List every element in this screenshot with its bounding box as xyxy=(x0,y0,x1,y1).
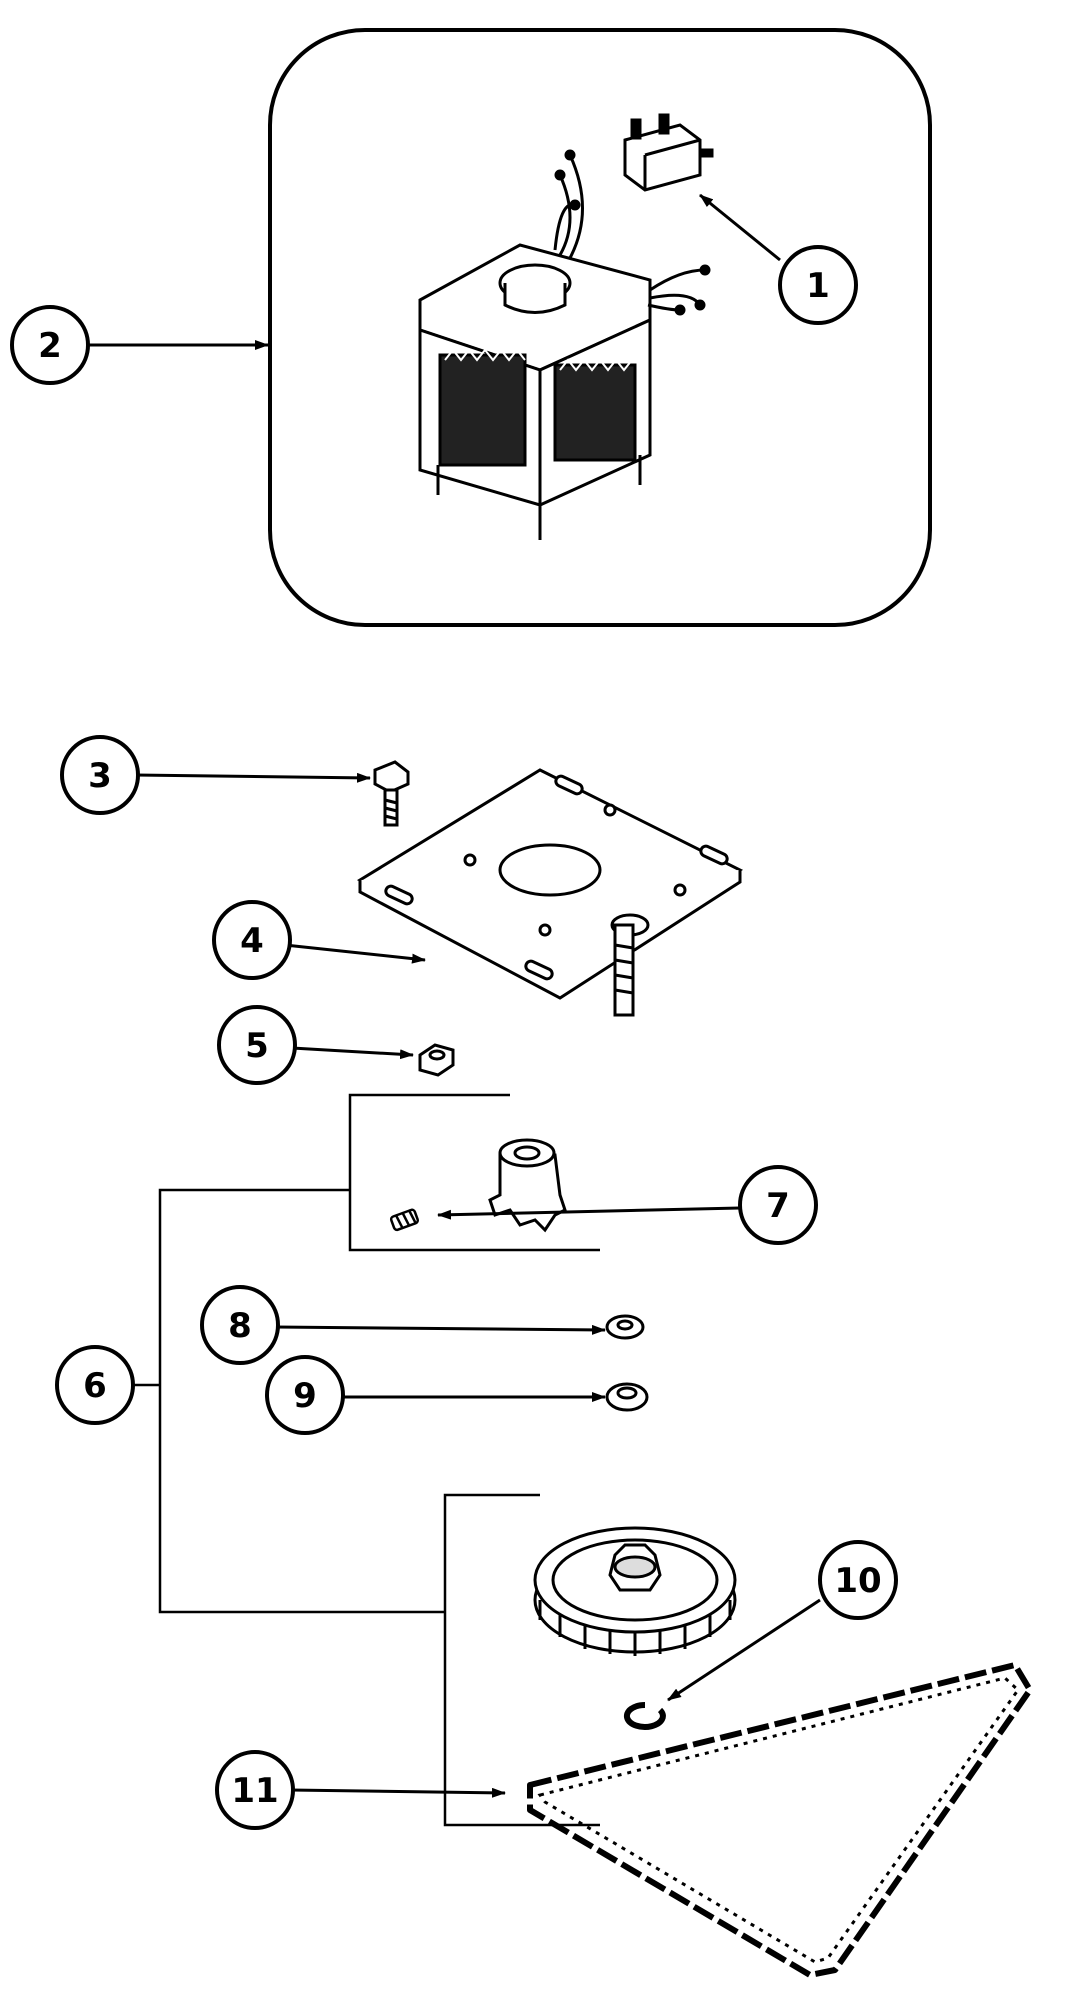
callout-6-bracket xyxy=(130,1093,600,1827)
callout-9-label: 9 xyxy=(293,1376,317,1416)
mounting-plate xyxy=(356,768,744,1017)
callout-2-label: 2 xyxy=(38,326,62,366)
hex-nut xyxy=(418,1043,455,1077)
callout-4-label: 4 xyxy=(240,921,264,961)
retaining-clip xyxy=(623,1701,666,1730)
pinion-gear xyxy=(488,1138,567,1233)
motor-switch xyxy=(623,113,714,192)
mounting-screw xyxy=(373,760,410,827)
callout-5-label: 5 xyxy=(245,1026,269,1066)
callout-8: 8 xyxy=(200,1285,606,1365)
motor-assembly-box xyxy=(268,28,932,627)
callout-5: 5 xyxy=(217,1005,414,1085)
callout-1: 1 xyxy=(699,193,858,325)
callout-8-label: 8 xyxy=(228,1306,252,1346)
drive-motor xyxy=(418,149,711,540)
callout-10-label: 10 xyxy=(834,1561,881,1601)
callout-6: 6 xyxy=(55,1345,135,1425)
callout-11-label: 11 xyxy=(231,1771,278,1811)
callout-2: 2 xyxy=(10,305,269,385)
callout-1-label: 1 xyxy=(806,266,830,306)
callout-4: 4 xyxy=(212,900,426,980)
set-screw xyxy=(389,1208,420,1232)
callout-6-label: 6 xyxy=(83,1366,107,1406)
drive-chain xyxy=(527,1662,1033,1978)
callout-9: 9 xyxy=(265,1355,606,1435)
sprocket-gear xyxy=(533,1526,737,1656)
callout-7-label: 7 xyxy=(766,1186,790,1226)
thrust-washer xyxy=(605,1314,645,1340)
callout-7: 7 xyxy=(437,1165,818,1245)
callout-3: 3 xyxy=(60,735,371,815)
callout-3-label: 3 xyxy=(88,756,112,796)
callout-11: 11 xyxy=(215,1750,506,1830)
callout-10: 10 xyxy=(667,1540,898,1702)
spacer-washer xyxy=(605,1382,649,1412)
